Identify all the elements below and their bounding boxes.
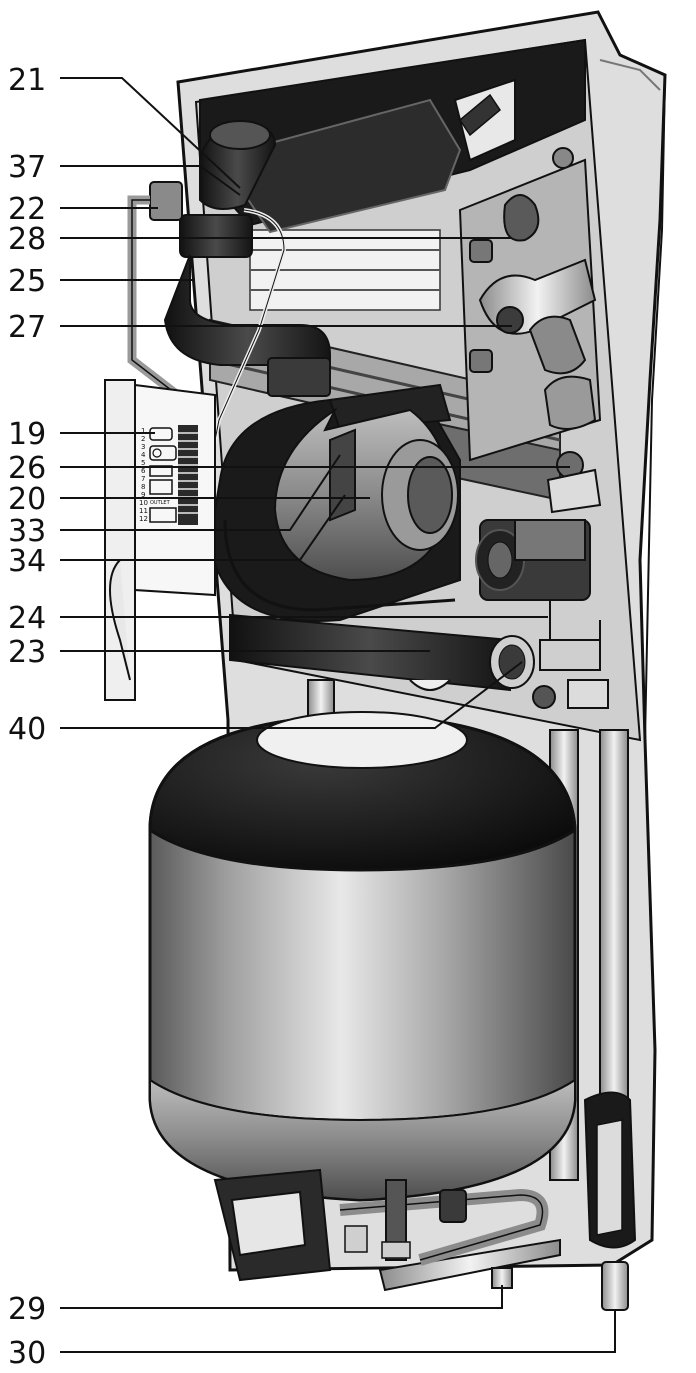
terminal-number: 8 — [141, 483, 145, 491]
callout-33: 33 — [8, 514, 46, 549]
leader-33 — [60, 454, 341, 531]
callout-40: 40 — [8, 712, 46, 747]
callout-22: 22 — [8, 192, 46, 227]
callout-19: 19 — [8, 417, 46, 452]
callout-34: 34 — [8, 544, 46, 579]
bottom-fittings — [213, 1091, 637, 1311]
terminal-number: 2 — [141, 435, 145, 443]
callout-30: 30 — [8, 1336, 46, 1371]
callout-20: 20 — [8, 482, 46, 517]
callout-37: 37 — [8, 150, 46, 185]
leader-lines — [60, 77, 616, 1353]
leader-37 — [60, 165, 241, 196]
terminal-number: 9 — [141, 491, 145, 499]
expansion-vessel — [148, 679, 629, 1202]
terminal-number: 10 — [139, 499, 148, 507]
terminal-screws — [178, 425, 198, 525]
callout-25: 25 — [8, 264, 46, 299]
callout-26: 26 — [8, 451, 46, 486]
terminal-number: 11 — [139, 507, 148, 515]
terminal-numbers: 1 2 3 4 5 6 7 8 9 10 11 12 OUTLET — [139, 427, 171, 523]
leader-30 — [60, 1310, 616, 1353]
terminal-box: 1 2 3 4 5 6 7 8 9 10 11 12 OUTLET — [104, 379, 216, 701]
callout-23: 23 — [8, 635, 46, 670]
leader-34 — [60, 494, 346, 561]
callout-28: 28 — [8, 222, 46, 257]
terminal-number: 6 — [141, 467, 146, 475]
terminal-number: 5 — [141, 459, 145, 467]
callout-24: 24 — [8, 601, 46, 636]
terminal-number: 4 — [141, 451, 146, 459]
callout-21: 21 — [8, 63, 46, 98]
terminal-marking: OUTLET — [150, 500, 171, 506]
callout-27: 27 — [8, 310, 46, 345]
terminal-number: 3 — [141, 443, 145, 451]
leader-21 — [60, 77, 241, 189]
terminal-number: 12 — [139, 515, 148, 523]
pump — [475, 519, 609, 709]
leader-29 — [60, 1285, 503, 1309]
fan-assembly — [208, 383, 461, 622]
callout-labels: 21 37 22 28 25 27 19 26 20 33 34 24 23 4… — [8, 63, 46, 1371]
terminal-number: 7 — [141, 475, 145, 483]
callout-29: 29 — [8, 1292, 46, 1327]
bottom-tube — [229, 613, 535, 692]
leader-40 — [60, 661, 523, 729]
terminal-number: 1 — [141, 427, 145, 435]
right-pipework — [458, 147, 602, 514]
